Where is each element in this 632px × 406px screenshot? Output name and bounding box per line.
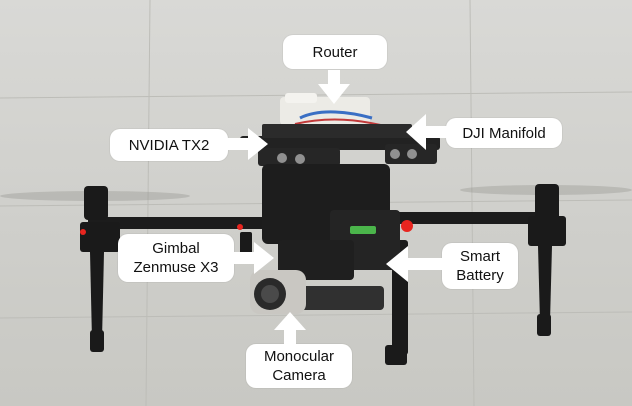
manifold-arrow-icon [406,114,448,150]
battery-arrow-icon [386,246,444,282]
top-plate [240,124,440,166]
monocular-camera-label: Monocular Camera [246,344,352,388]
dji-manifold-label-text: DJI Manifold [462,124,546,142]
nvidia-tx2-label-text: NVIDIA TX2 [128,136,210,154]
right-motor-leg [528,184,566,336]
smart-battery-label: Smart Battery [442,243,518,289]
camera-arrow-icon [274,312,306,346]
left-motor-leg [80,186,120,352]
gimbal-label-line1: Gimbal [152,240,200,257]
gimbal-arrow-icon [232,242,274,274]
gimbal-zenmuse-label: Gimbal Zenmuse X3 [118,234,234,282]
router-label: Router [283,35,387,69]
router-unit [280,93,386,127]
gimbal-label-line2: Zenmuse X3 [133,259,219,276]
router-arrow-icon [318,70,350,104]
status-leds [80,220,413,235]
drone-body [262,164,400,310]
router-label-text: Router [312,43,358,61]
nvidia-arrow-icon [226,128,268,160]
battery-label-line1: Smart [459,248,500,265]
nvidia-tx2-label: NVIDIA TX2 [110,129,228,161]
camera-label-line1: Monocular [263,348,335,365]
gimbal-camera [250,270,306,314]
dji-manifold-label: DJI Manifold [446,118,562,148]
battery-label-line2: Battery [456,267,504,284]
camera-label-line2: Camera [272,367,326,384]
